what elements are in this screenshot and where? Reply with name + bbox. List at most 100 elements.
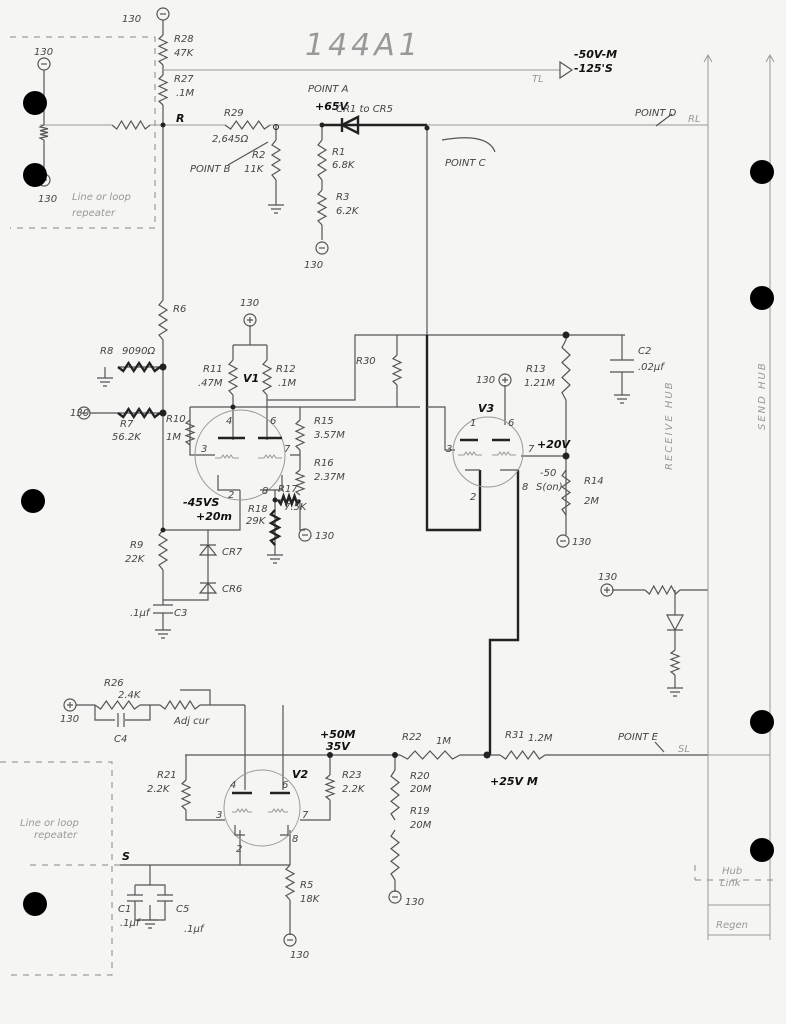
- v3-pin-1: 1: [470, 418, 476, 429]
- resistor-r17-icon: [277, 492, 301, 508]
- point-b-label: POINT B: [190, 164, 231, 175]
- resistor-r12-icon: [261, 359, 273, 396]
- cr6-label: CR6: [222, 584, 242, 595]
- r2-value: 11K: [244, 164, 265, 175]
- resistor-adj-cur-icon: [159, 699, 201, 711]
- v3-pin-2: 2: [470, 492, 476, 503]
- c2-value: .02µf: [638, 362, 665, 373]
- ground-icon: [142, 919, 158, 929]
- r14-value: 2M: [584, 496, 599, 507]
- r15-value: 3.57M: [314, 430, 345, 441]
- positive-130-terminal-icon: 130: [60, 698, 79, 725]
- r9-value: 22K: [125, 554, 146, 565]
- r7-value: 56.2K: [112, 432, 142, 443]
- terminal-voltage-label: 130: [60, 714, 79, 725]
- cr1-cr5-label: CR1 to CR5: [336, 104, 393, 115]
- r1-label: R1: [332, 147, 345, 158]
- resistor-r18-icon: [268, 509, 282, 546]
- capacitor-c2-icon: [610, 359, 634, 373]
- r19-value: 20M: [410, 820, 432, 831]
- v2-pin-8: 8: [292, 834, 298, 845]
- r17-label: R17: [278, 484, 298, 495]
- r12-label: R12: [276, 364, 296, 375]
- r31-label: R31: [505, 730, 525, 741]
- point-c-label: POINT C: [445, 158, 486, 169]
- r3-value: 6.2K: [336, 206, 360, 217]
- v3-pin-6: 6: [508, 418, 514, 429]
- tl-label: TL: [532, 74, 544, 85]
- r15-label: R15: [314, 416, 334, 427]
- r10-value: 1M: [166, 432, 181, 443]
- diode-cr6-icon: [198, 582, 218, 594]
- ground-icon: [268, 204, 284, 214]
- resistor-r7-icon: [117, 406, 161, 420]
- point-d-arrow: [655, 113, 673, 127]
- negative-130-terminal-icon: 130: [298, 528, 334, 542]
- r17-value: 7.5K: [284, 502, 308, 513]
- r23-label: R23: [342, 770, 362, 781]
- r2-label: R2: [252, 150, 265, 161]
- resistor-r31-icon: [499, 749, 546, 761]
- repeater-label-top-2: repeater: [72, 208, 116, 219]
- r5-label: R5: [300, 880, 313, 891]
- resistor-r22-icon: [399, 750, 461, 760]
- resistor-r21-icon: [180, 779, 192, 811]
- tube-plates: [218, 436, 510, 795]
- r18-value: 29K: [246, 516, 267, 527]
- point-e-arrow: [654, 741, 665, 753]
- v2-pin-3: 3: [216, 810, 222, 821]
- positive-130-terminal-icon: 130: [240, 298, 259, 327]
- r6-label: R6: [173, 304, 186, 315]
- point-b-arrow: [227, 141, 269, 166]
- r28-label: R28: [174, 34, 194, 45]
- terminal-voltage-label: 130: [122, 14, 141, 25]
- r16-label: R16: [314, 458, 334, 469]
- r31-value: 1.2M: [528, 733, 553, 744]
- resistor-r6-icon: [157, 299, 169, 341]
- v2-note-2: 35V: [326, 740, 351, 753]
- binder-holes: [21, 91, 774, 916]
- r23-value: 2.2K: [342, 784, 366, 795]
- terminal-voltage-label: 130: [405, 897, 424, 908]
- components: [38, 34, 681, 901]
- v1-pin-7: 7: [284, 444, 291, 455]
- c3-value: .1µf: [130, 608, 151, 619]
- r8-value: 9090Ω: [122, 346, 155, 357]
- repeater-label-bottom-1: Line or loop: [20, 818, 79, 829]
- r26-label: R26: [104, 678, 124, 689]
- diode-cr7-icon: [198, 544, 218, 556]
- r27-value: .1M: [176, 88, 195, 99]
- r28-value: 47K: [174, 48, 195, 59]
- resistor-r5-icon: [284, 864, 296, 901]
- c1-label: C1: [118, 904, 131, 915]
- r12-value: .1M: [278, 378, 297, 389]
- sl-label: SL: [678, 744, 690, 755]
- point-d-label: POINT D: [635, 108, 677, 119]
- v2-pin-2: 2: [236, 844, 242, 855]
- r1-value: 6.8K: [332, 160, 356, 171]
- r29-label: R29: [224, 108, 244, 119]
- v1-pin-2: 2: [228, 490, 234, 501]
- tube-cathodes: [217, 469, 518, 836]
- node-s-label: S: [122, 850, 130, 863]
- resistor-r13-icon: [561, 339, 571, 401]
- v1-pin-3: 3: [201, 444, 207, 455]
- resistor-r20-icon: [390, 769, 400, 821]
- receive-hub-label: RECEIVE HUB: [664, 380, 675, 470]
- terminal-voltage-label: 130: [598, 572, 617, 583]
- resistor-r3-icon: [316, 189, 328, 226]
- resistor-left-icon: [38, 124, 49, 141]
- tube-v2: [223, 769, 301, 847]
- ground-icon: [97, 377, 113, 387]
- ground-icon: [614, 394, 630, 404]
- r16-value: 2.37M: [314, 472, 345, 483]
- terminal-voltage-label: 130: [476, 375, 495, 386]
- v3-pin-3: 3: [446, 444, 452, 455]
- resistor-r23-icon: [324, 774, 336, 801]
- ground-icon: [267, 554, 283, 564]
- capacitor-c4-icon: [117, 713, 125, 727]
- resistor-r27-icon: [157, 74, 169, 106]
- r29-value: 2,645Ω: [212, 134, 249, 145]
